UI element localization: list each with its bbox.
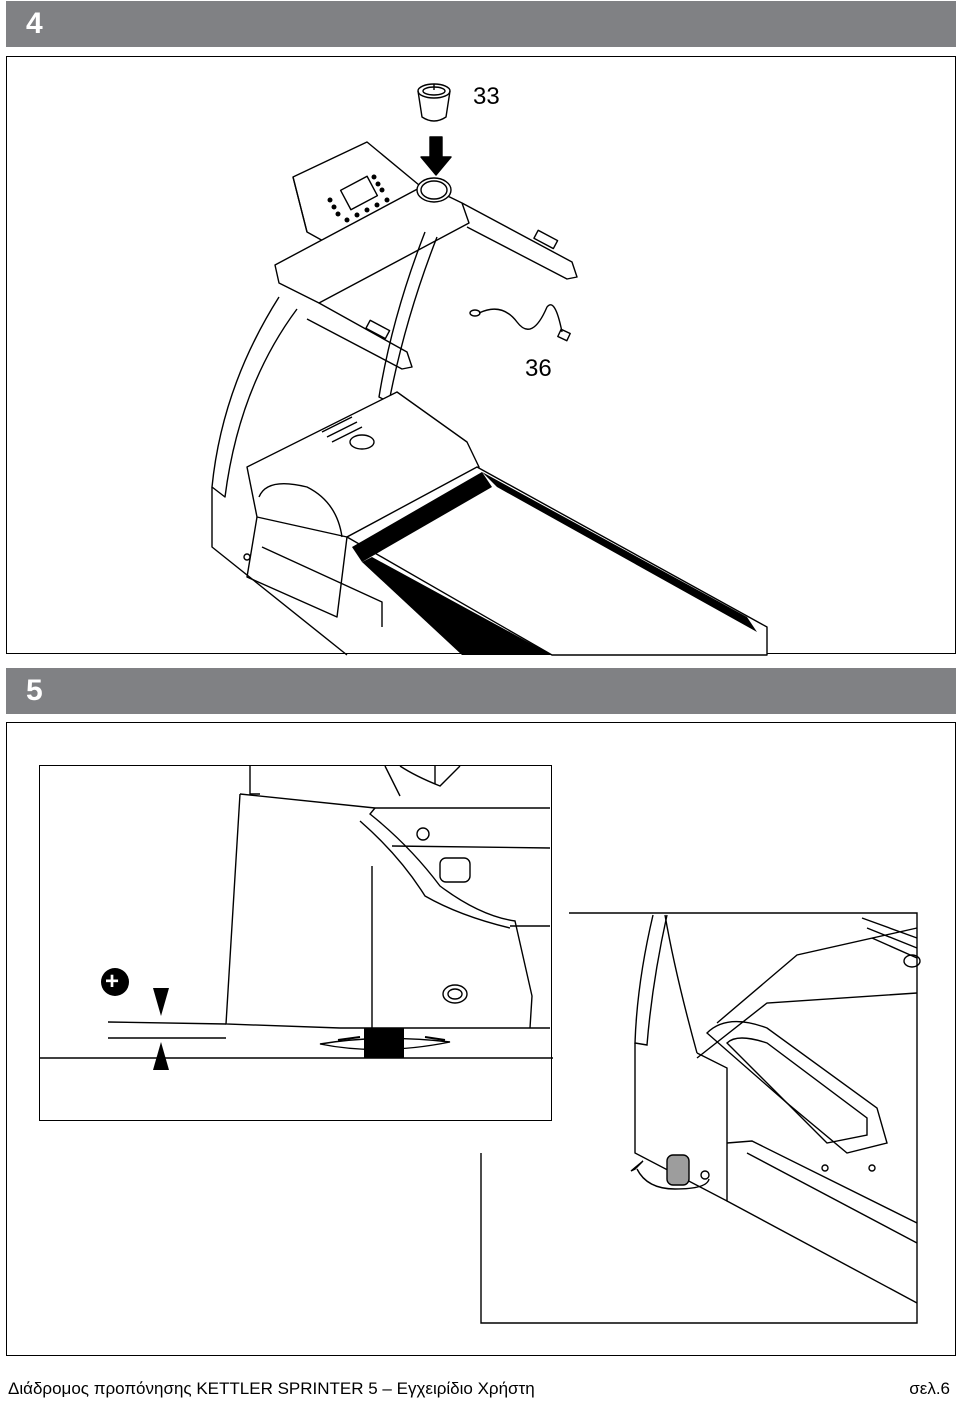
leveling-detail-box: + [39, 765, 553, 1121]
page-number: σελ.6 [909, 1379, 950, 1398]
step-4-illustration-frame: 33 36 [6, 56, 956, 656]
treadmill-assembly-illustration [211, 83, 768, 656]
motor-cover [246, 391, 480, 618]
step-5-header: 5 [6, 668, 956, 714]
safety-key-part-36 [469, 304, 571, 342]
leveling-foot-closeup [40, 765, 553, 1070]
cap-part-33 [417, 83, 451, 122]
step-5-number: 5 [26, 674, 43, 707]
insert-arrow-icon [420, 136, 452, 176]
plus-icon: + [105, 968, 120, 995]
footer-title: Διάδρομος προπόνησης KETTLER SPRINTER 5 … [8, 1379, 535, 1398]
step-4-header: 4 [6, 1, 956, 47]
step-5-illustration-frame: + [6, 722, 956, 1356]
callout-36: 36 [525, 355, 552, 382]
callout-33: 33 [473, 83, 500, 110]
treadmill-deck [211, 466, 768, 656]
step-4-number: 4 [26, 7, 43, 40]
side-foot-closeup [480, 912, 921, 1324]
